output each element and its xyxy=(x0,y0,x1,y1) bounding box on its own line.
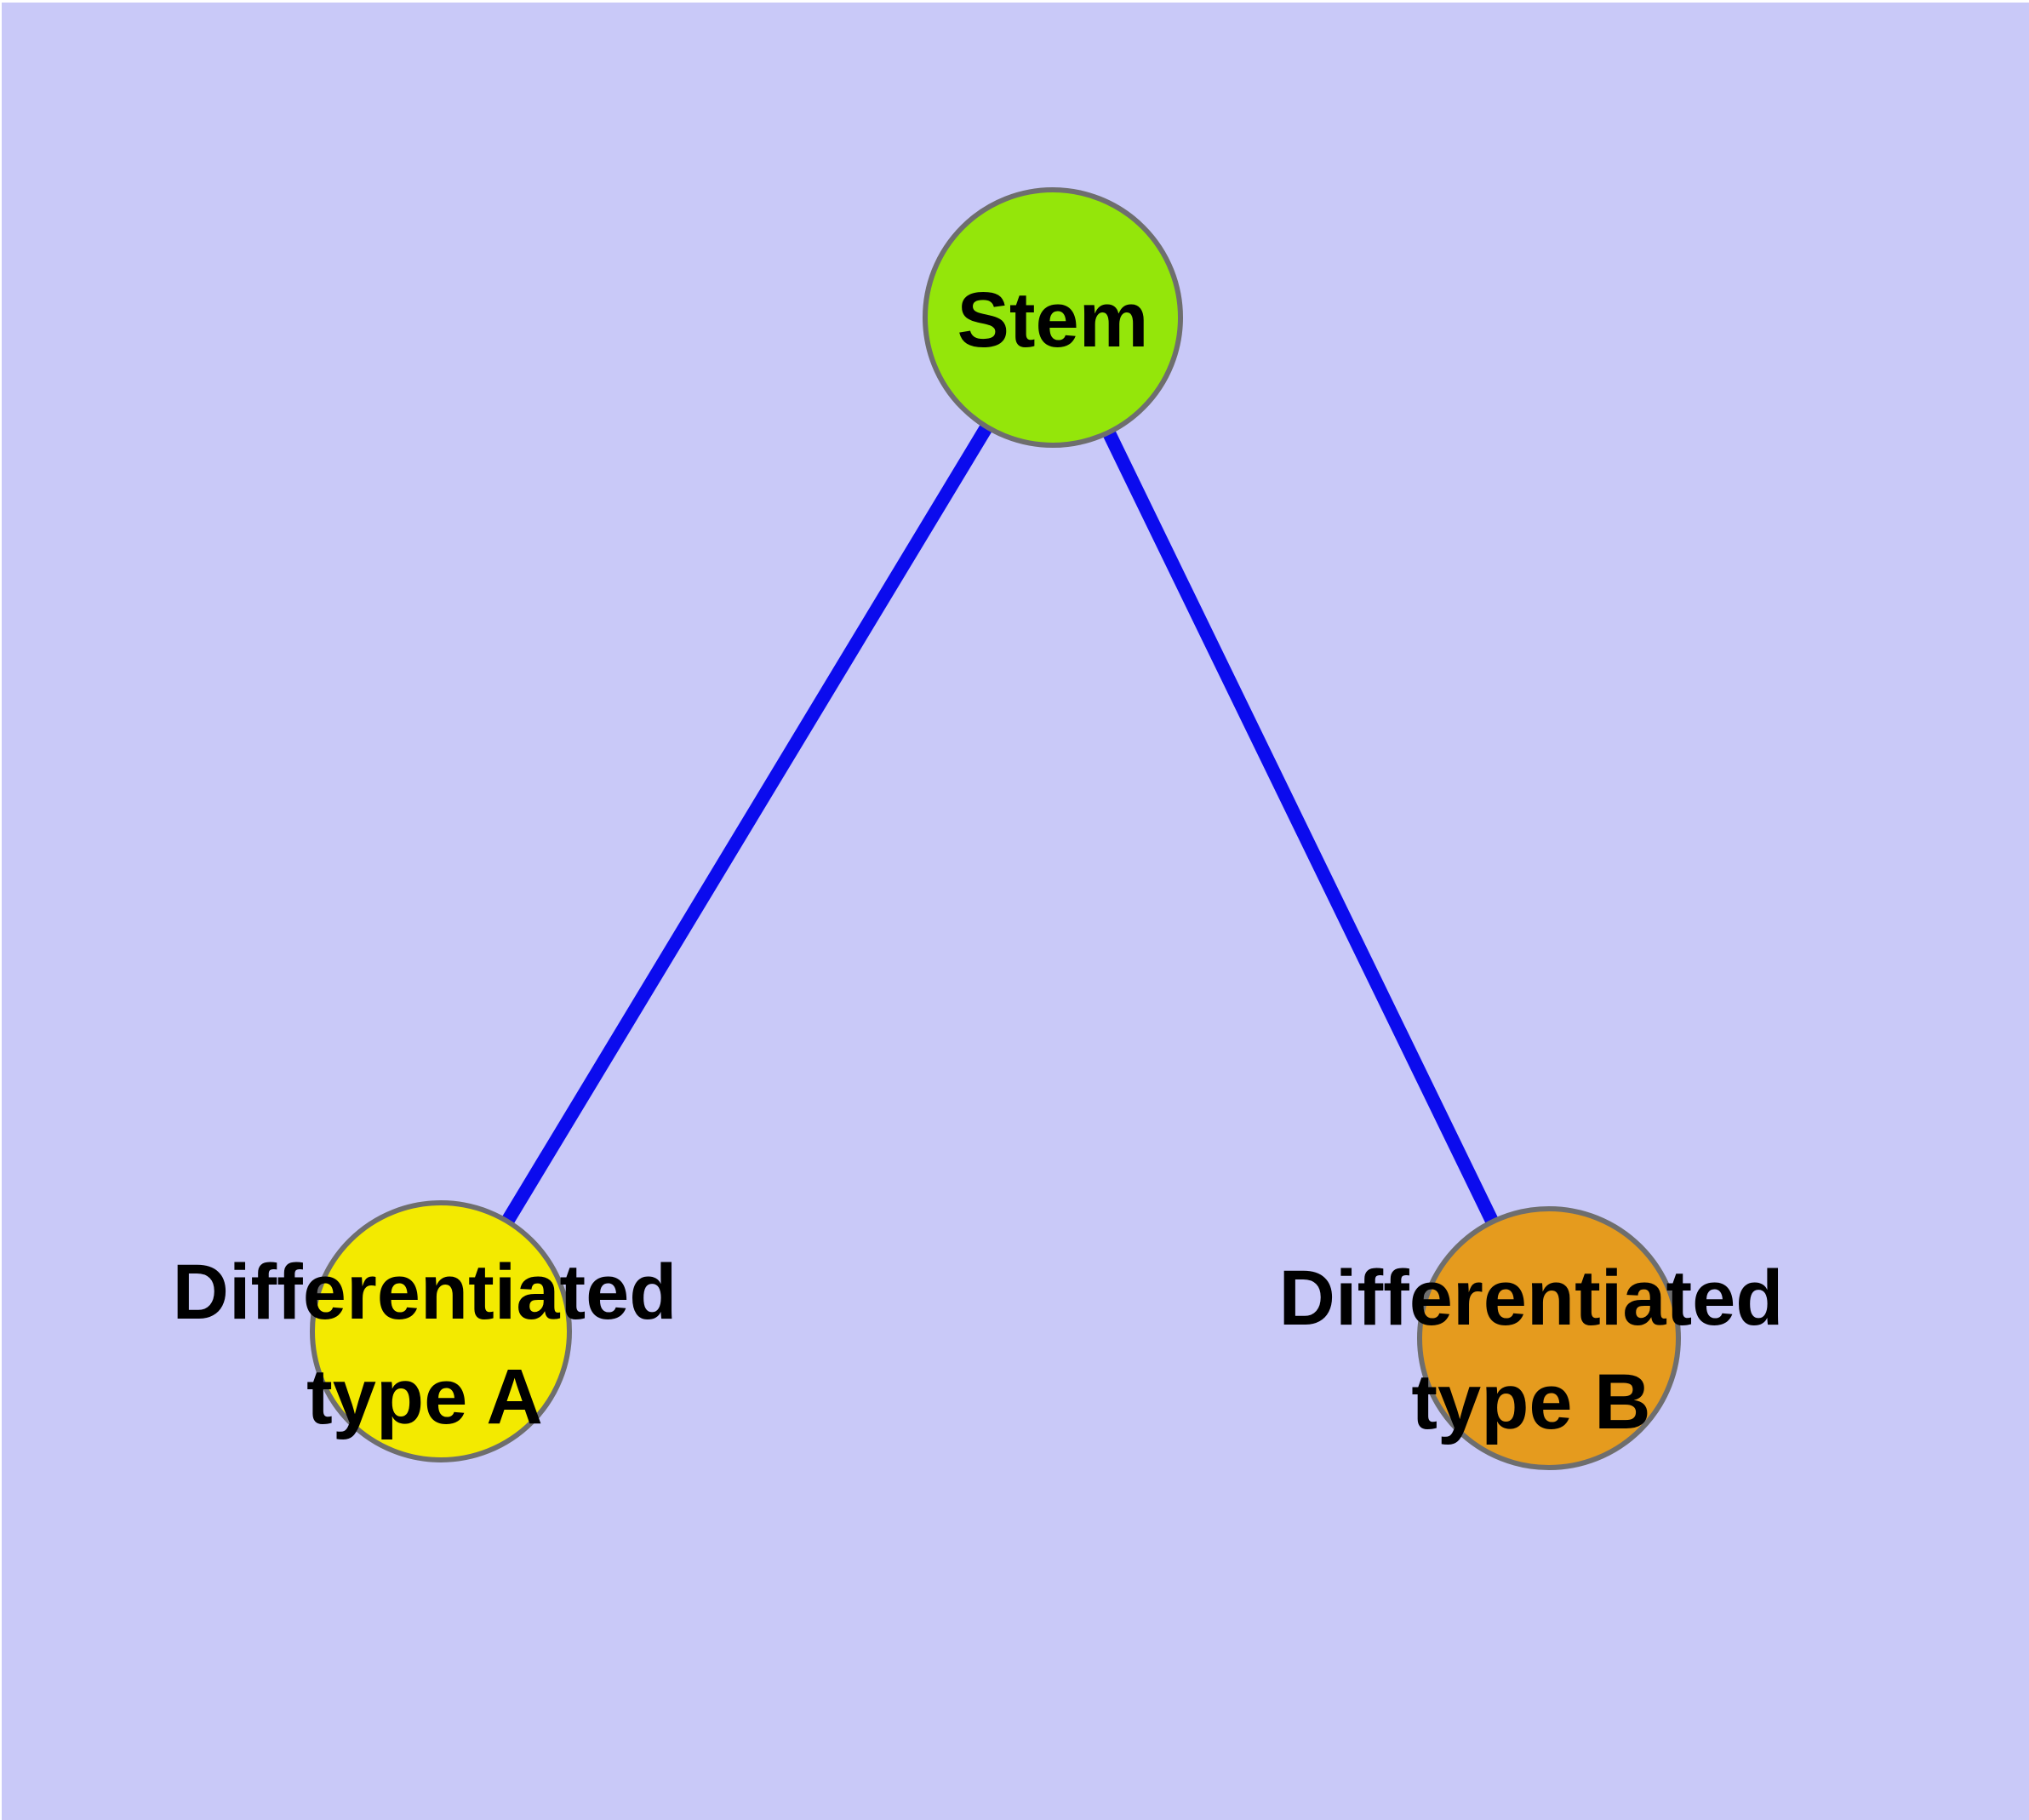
node-stem xyxy=(923,187,1183,448)
edge-stem-to-type-a xyxy=(435,313,1059,1336)
edge-stem-to-type-b xyxy=(1046,314,1556,1342)
type-b-node-label-line2: type B xyxy=(1411,1359,1650,1445)
type-a-node-label-line1: Differentiated xyxy=(173,1249,677,1336)
stem-node-label: Stem xyxy=(957,277,1149,363)
node-differentiated-type-a xyxy=(310,1200,572,1462)
type-b-node-label-line1: Differentiated xyxy=(1279,1255,1784,1342)
type-a-node-label-line2: type A xyxy=(306,1354,543,1440)
node-differentiated-type-b xyxy=(1417,1206,1681,1470)
